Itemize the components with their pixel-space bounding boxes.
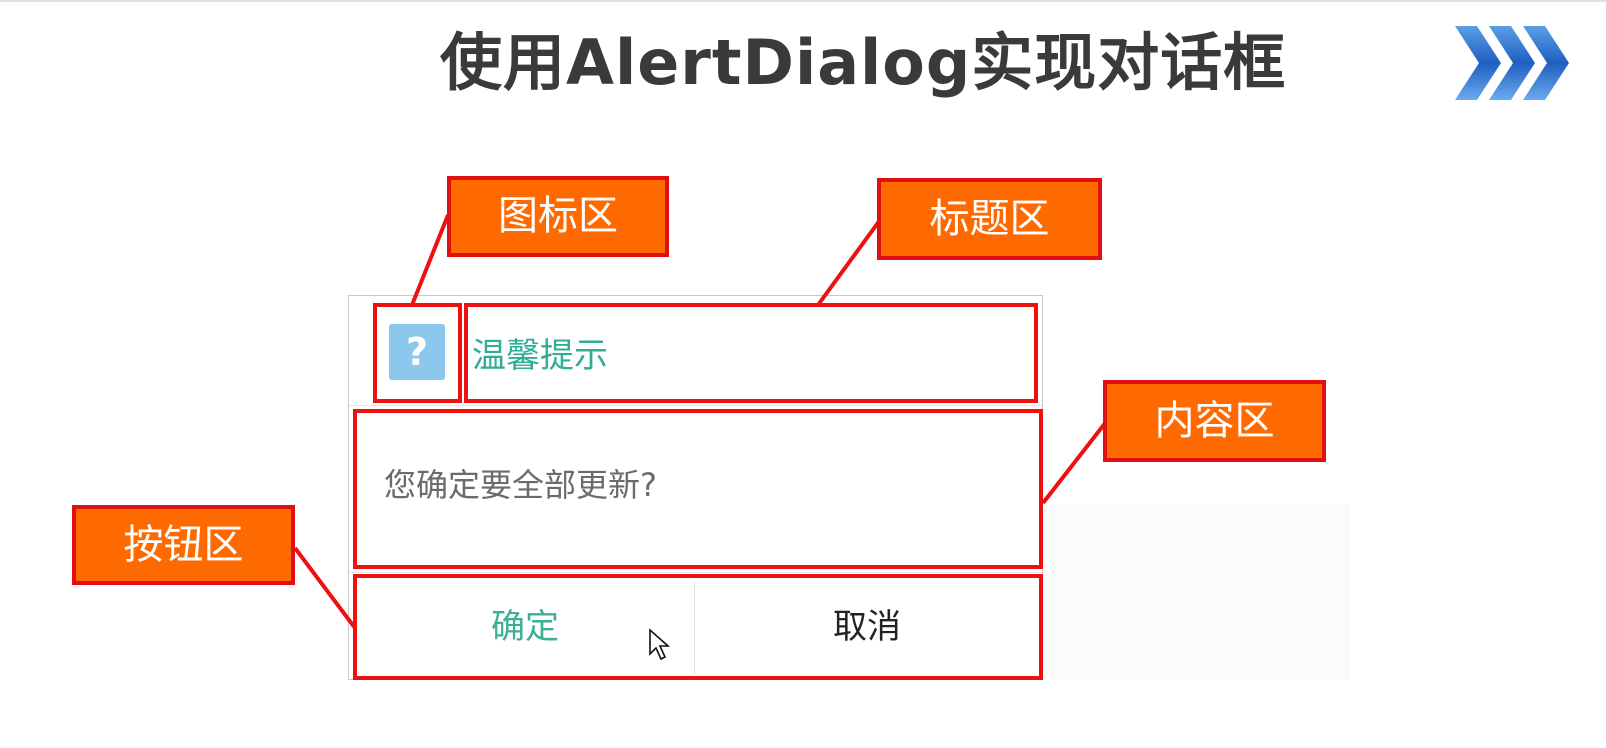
button-bar-divider — [349, 572, 1042, 573]
background-block — [1050, 505, 1350, 680]
slide-title: 使用AlertDialog实现对话框 — [440, 26, 1287, 99]
top-rule — [0, 0, 1606, 2]
icon-area-highlight — [373, 303, 462, 403]
cancel-button[interactable]: 取消 — [833, 607, 901, 647]
callout-icon-area: 图标区 — [447, 176, 669, 257]
button-area-highlight — [353, 574, 1043, 680]
dialog-message: 您确定要全部更新? — [384, 466, 657, 504]
icon-leader-line — [410, 214, 450, 306]
title-area-highlight — [464, 303, 1038, 403]
triple-chevron-right-icon — [1455, 26, 1569, 100]
content-area-highlight — [353, 409, 1043, 569]
callout-button-area: 按钮区 — [72, 505, 295, 585]
button-divider — [694, 582, 695, 674]
question-icon: ? — [389, 324, 445, 380]
alert-dialog — [348, 295, 1043, 680]
dialog-icon-container: ? — [384, 310, 450, 394]
content-leader-line — [1041, 420, 1108, 505]
title-leader-line — [816, 218, 882, 307]
callout-content-area: 内容区 — [1103, 380, 1326, 462]
button-leader-line — [293, 546, 357, 630]
callout-title-area: 标题区 — [877, 178, 1102, 260]
dialog-title: 温馨提示 — [472, 336, 608, 376]
mouse-pointer-icon — [649, 628, 671, 661]
ok-button[interactable]: 确定 — [491, 607, 559, 647]
